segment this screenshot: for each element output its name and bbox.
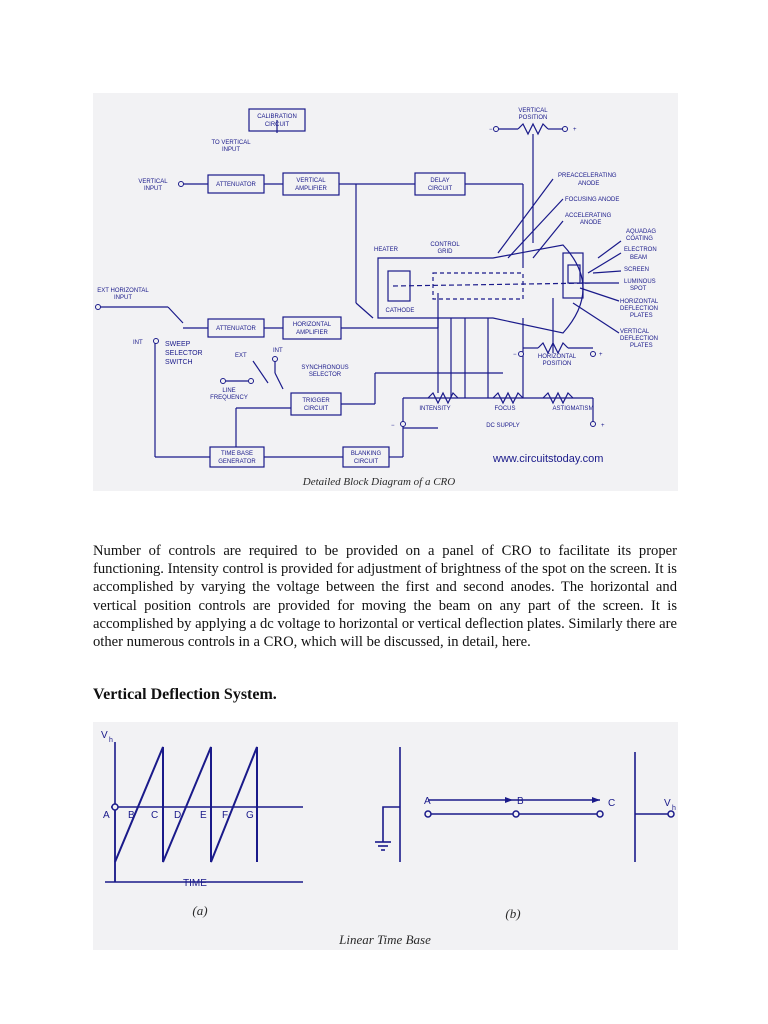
focusing-anode-label: FOCUSING ANODE: [565, 197, 619, 203]
dc-minus: −: [391, 423, 395, 429]
body-paragraph: Number of controls are required to be pr…: [93, 543, 677, 651]
hpos-label-2: POSITION: [543, 361, 572, 367]
website-label: www.circuitstoday.com: [492, 453, 603, 465]
b-vh-sub: h: [672, 805, 676, 812]
hdef-label-3: PLATES: [630, 313, 653, 319]
vdef-label-3: PLATES: [630, 343, 653, 349]
int2-label: INT: [273, 348, 283, 354]
vh-label: V: [101, 730, 108, 741]
part-a-label: (a): [192, 903, 207, 918]
point-f: F: [222, 810, 228, 821]
control-grid-label-1: CONTROL: [430, 242, 460, 248]
ext-horizontal-input-label-2: INPUT: [114, 295, 132, 301]
electron-beam-label-1: ELECTRON: [624, 247, 657, 253]
luminous-spot-label-1: LUMINOUS: [624, 279, 656, 285]
calibration-label-1: CALIBRATION: [257, 114, 297, 120]
trigger-label-1: TRIGGER: [302, 398, 330, 404]
linear-time-base-diagram: V h A B C D E F G TIME (a) (b) A B C V h…: [101, 730, 676, 947]
preacc-label-1: PREACCELERATING: [558, 173, 617, 179]
heater-label: HEATER: [374, 247, 399, 253]
attenuator-h-label: ATTENUATOR: [216, 326, 256, 332]
figure2-caption: Linear Time Base: [338, 932, 431, 947]
cro-block-diagram: CALIBRATION CIRCUIT TO VERTICAL INPUT AT…: [95, 108, 659, 488]
part-b-label: (b): [505, 906, 520, 921]
to-vertical-input-label-2: INPUT: [222, 147, 240, 153]
vdef-label-1: VERTICAL: [620, 329, 650, 335]
sweep-label-3: SWITCH: [165, 359, 193, 366]
attenuator-v-label: ATTENUATOR: [216, 182, 256, 188]
vdef-label-2: DEFLECTION: [620, 336, 658, 342]
figure1-caption: Detailed Block Diagram of a CRO: [302, 476, 456, 488]
acc-anode-label-2: ANODE: [580, 220, 601, 226]
acc-anode-label-1: ACCELERATING: [565, 213, 612, 219]
preacc-label-2: ANODE: [578, 181, 599, 187]
focus-label: FOCUS: [495, 406, 516, 412]
ext-label: EXT: [235, 353, 247, 359]
vertical-amp-label-2: AMPLIFIER: [295, 186, 327, 192]
dc-supply-label: DC SUPPLY: [486, 423, 520, 429]
to-vertical-input-label-1: TO VERTICAL: [211, 140, 251, 146]
point-b: B: [128, 810, 135, 821]
sync-label-1: SYNCHRONOUS: [301, 365, 348, 371]
astigmatism-label: ASTIGMATISM: [553, 406, 594, 412]
horizontal-amp-label-2: AMPLIFIER: [296, 330, 328, 336]
point-c: C: [151, 810, 158, 821]
vertical-input-label-2: INPUT: [144, 186, 162, 192]
intensity-label: INTENSITY: [419, 406, 450, 412]
line-freq-label-2: FREQUENCY: [210, 395, 248, 401]
delay-label-2: CIRCUIT: [428, 186, 453, 192]
aquadag-label-1: AQUADAG: [626, 229, 656, 235]
blanking-label-1: BLANKING: [351, 451, 382, 457]
vpos-plus: +: [573, 127, 577, 133]
timebase-label-2: GENERATOR: [218, 459, 256, 465]
hdef-label-2: DEFLECTION: [620, 306, 658, 312]
control-grid-label-2: GRID: [438, 249, 454, 255]
screen-label: SCREEN: [624, 267, 649, 273]
sweep-label-1: SWEEP: [165, 341, 191, 348]
line-freq-label-1: LINE: [222, 388, 235, 394]
vpos-label-1: VERTICAL: [518, 108, 548, 114]
section-heading: Vertical Deflection System.: [93, 686, 277, 703]
vertical-input-label-1: VERTICAL: [138, 179, 168, 185]
vpos-minus: −: [489, 127, 493, 133]
b-vh-label: V: [664, 798, 671, 809]
sweep-label-2: SELECTOR: [165, 350, 203, 357]
vpos-label-2: POSITION: [519, 115, 548, 121]
point-d: D: [174, 810, 181, 821]
hpos-plus: +: [599, 352, 603, 358]
point-a: A: [103, 810, 110, 821]
b-point-b: B: [517, 796, 524, 807]
vertical-amp-label-1: VERTICAL: [296, 178, 326, 184]
b-point-c: C: [608, 798, 615, 809]
point-e: E: [200, 810, 207, 821]
calibration-label-2: CIRCUIT: [265, 122, 290, 128]
electron-beam-label-2: BEAM: [630, 255, 647, 261]
linear-time-base-figure: V h A B C D E F G TIME (a) (b) A B C V h…: [93, 722, 678, 950]
hdef-label-1: HORIZONTAL: [620, 299, 659, 305]
hpos-label-1: HORIZONTAL: [538, 354, 577, 360]
hpos-minus: −: [513, 352, 517, 358]
delay-label-1: DELAY: [430, 178, 449, 184]
ext-horizontal-input-label-1: EXT HORIZONTAL: [97, 288, 149, 294]
aquadag-label-2: COATING: [626, 236, 653, 242]
blanking-label-2: CIRCUIT: [354, 459, 379, 465]
int-label: INT: [133, 340, 143, 346]
luminous-spot-label-2: SPOT: [630, 286, 647, 292]
sync-label-2: SELECTOR: [309, 372, 342, 378]
horizontal-amp-label-1: HORIZONTAL: [293, 322, 332, 328]
point-g: G: [246, 810, 254, 821]
cro-block-diagram-figure: CALIBRATION CIRCUIT TO VERTICAL INPUT AT…: [93, 93, 678, 491]
dc-plus: +: [601, 423, 605, 429]
timebase-label-1: TIME BASE: [221, 451, 253, 457]
cathode-label: CATHODE: [386, 308, 415, 314]
vh-sub: h: [109, 737, 113, 744]
b-point-a: A: [424, 796, 431, 807]
time-label: TIME: [183, 878, 207, 889]
trigger-label-2: CIRCUIT: [304, 406, 329, 412]
